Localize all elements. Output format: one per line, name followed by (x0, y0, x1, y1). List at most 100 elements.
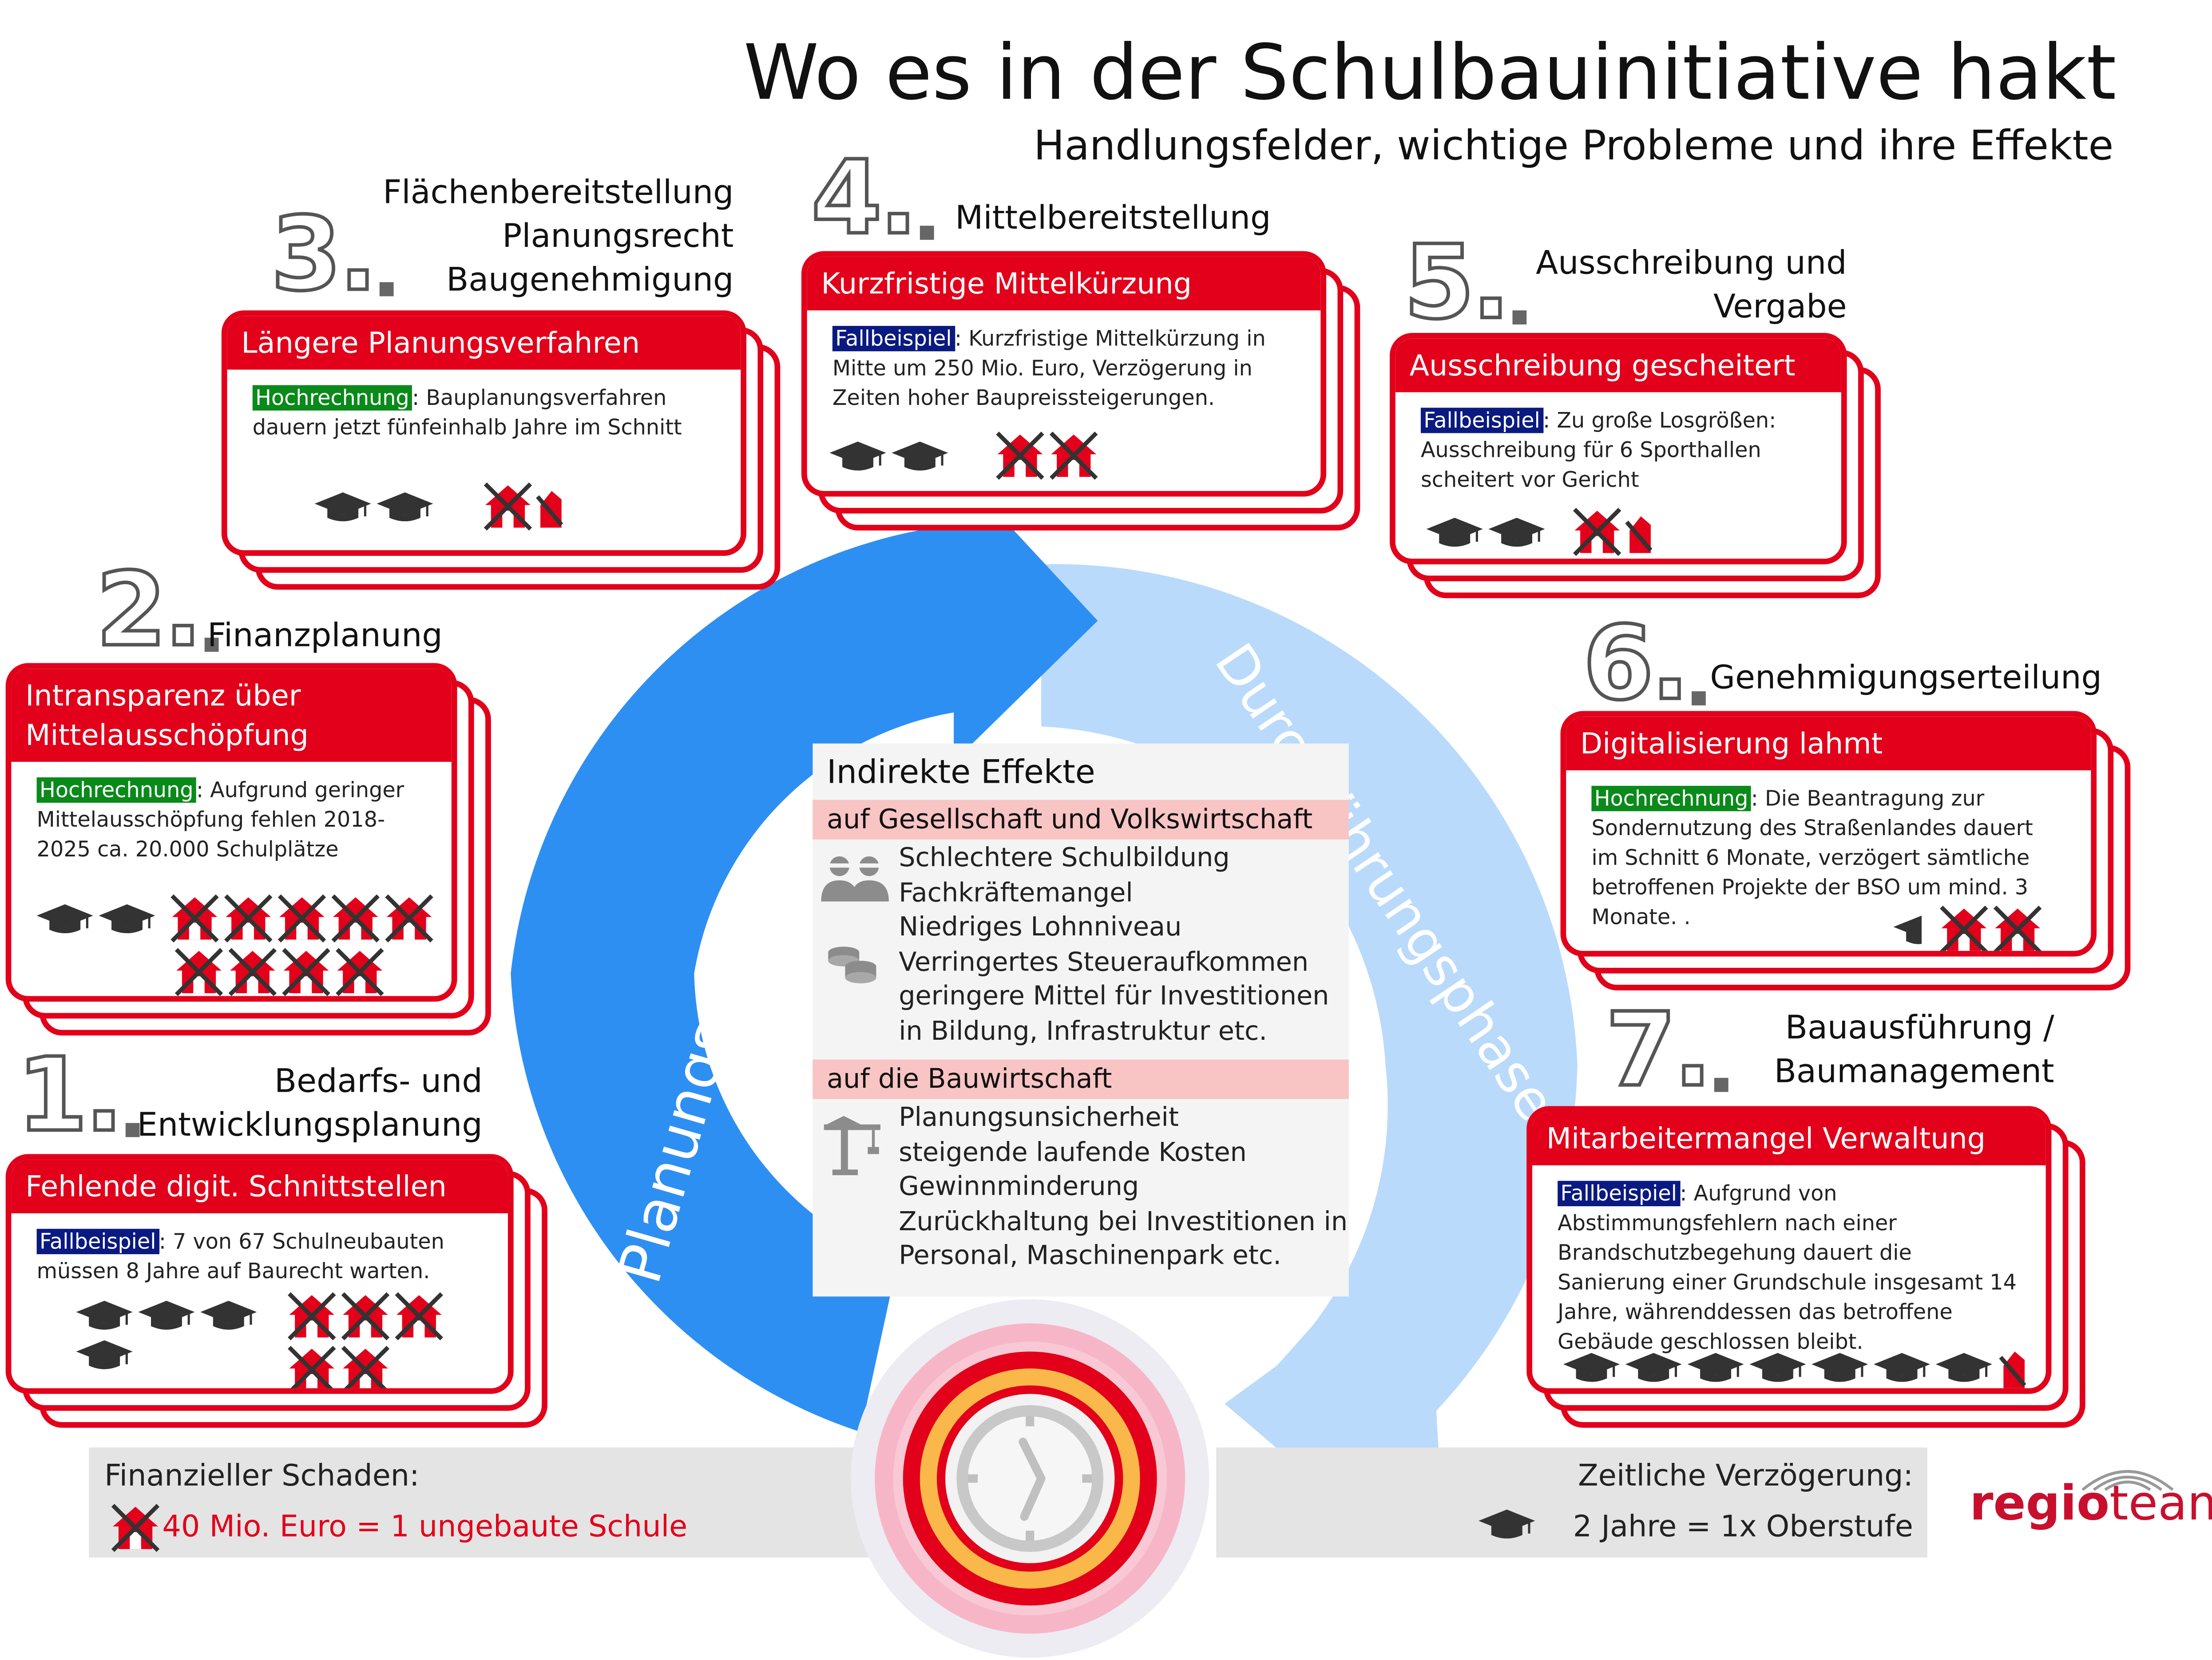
logo-arc-icon (2081, 1470, 2174, 1491)
crossed-school-icon (339, 1343, 392, 1388)
crossed-school-icon (285, 1343, 339, 1388)
section-1-icons-schools (285, 1289, 446, 1388)
page-subtitle: Handlungsfelder, wichtige Probleme und i… (1034, 121, 2114, 170)
section-1-name: Bedarfs- und Entwicklungsplanung (137, 1061, 483, 1149)
graduation-cap-icon (829, 439, 886, 478)
graduation-cap-icon (1563, 1350, 1620, 1388)
estimate-tag: Hochrechnung (1591, 785, 1751, 812)
section-7-number: 7. (1604, 997, 1729, 1102)
estimate-tag: Hochrechnung (36, 777, 196, 803)
graduation-cap-icon (36, 902, 93, 941)
section-1-number: 1. (15, 1042, 141, 1147)
construction-effects-list: Planungsunsicherheit steigende laufende … (899, 1102, 1348, 1275)
number-dot-icon (205, 638, 219, 652)
graduation-cap-icon (314, 490, 371, 529)
society-header: auf Gesellschaft und Volkswirtschaft (813, 800, 1349, 840)
section-5-text: Fallbeispiel: Zu große Losgrößen: Aussch… (1420, 408, 1776, 493)
time-legend: Zeitliche Verzögerung: 2 Jahre = 1x Ober… (1216, 1447, 1927, 1558)
section-3-name: Flächenbereitstellung Planungsrecht Baug… (383, 172, 733, 304)
section-4-name: Mittelbereitstellung (955, 200, 1271, 237)
crane-icon (824, 1116, 880, 1176)
section-7-name-line: Bauausführung / (1785, 1010, 2054, 1047)
construction-effect: Personal, Maschinenpark etc. (899, 1241, 1281, 1272)
crossed-school-icon (285, 1289, 339, 1348)
crossed-school-icon (392, 1289, 446, 1348)
graduation-cap-icon (1812, 1350, 1868, 1388)
indirect-effects-panel: Indirekte Effekte auf Gesellschaft und V… (813, 743, 1349, 1297)
section-6-icons (1893, 903, 2044, 951)
case-study-tag: Fallbeispiel (1420, 408, 1543, 433)
graduation-cap-icon (1687, 1350, 1744, 1388)
execution-arrow (1041, 564, 1578, 1527)
section-1-name-line: Entwicklungsplanung (137, 1107, 483, 1145)
section-2-icons (36, 891, 452, 996)
graduation-cap-icon (1935, 1350, 1992, 1388)
number-dot-icon (1513, 310, 1527, 325)
graduation-cap-icon (1426, 515, 1483, 555)
construction-effect: Zurückhaltung bei Investitionen in (899, 1207, 1348, 1237)
section-4-number: 4. (809, 145, 935, 250)
section-3-name-line: Baugenehmigung (446, 262, 734, 299)
section-3-number: 3. (269, 202, 395, 306)
case-study-tag: Fallbeispiel (1558, 1181, 1680, 1206)
section-7-name: Bauausführung / Baumanagement (1774, 1007, 2054, 1095)
construction-section: Planungsunsicherheit steigende laufende … (813, 1099, 1349, 1282)
section-5-name-line: Ausschreibung und (1536, 245, 1847, 282)
graduation-cap-icon (99, 902, 155, 941)
crossed-school-icon (339, 1289, 392, 1348)
society-effect: Verringertes Steueraufkommen (899, 947, 1309, 977)
section-1-name-line: Bedarfs- und (274, 1063, 483, 1101)
number-dot-icon (126, 1123, 141, 1137)
society-effects-list: Schlechtere Schulbildung Fachkräftemange… (899, 842, 1329, 1050)
graduation-cap-icon (1625, 1350, 1682, 1388)
section-7-header: Mitarbeitermangel Verwaltung (1532, 1112, 2046, 1165)
section-3-name-line: Planungsrecht (502, 218, 734, 256)
graduation-cap-icon (1749, 1350, 1806, 1388)
graduation-cap-icon (1488, 515, 1545, 555)
section-2-name: Finanzplanung (207, 618, 443, 655)
crossed-school-icon (279, 945, 333, 996)
number-dot-icon (380, 282, 395, 297)
society-effect: Schlechtere Schulbildung (899, 844, 1230, 873)
clock-target-icon (851, 1299, 1209, 1658)
graduation-cap-icon (200, 1298, 257, 1337)
graduation-cap-icon (892, 439, 948, 478)
crossed-school-icon (481, 479, 535, 539)
indirect-effects-title: Indirekte Effekte (827, 755, 1095, 792)
section-1-text: Fallbeispiel: 7 von 67 Schulneubauten mü… (36, 1228, 444, 1284)
section-4-icons (829, 429, 1101, 488)
section-6-header: Digitalisierung lahmt (1566, 717, 2091, 771)
construction-header: auf die Bauwirtschaft (813, 1059, 1349, 1099)
crossed-school-icon (382, 891, 436, 951)
society-effect: geringere Mittel für Investitionen (899, 982, 1329, 1012)
estimate-tag: Hochrechnung (252, 385, 412, 411)
crossed-school-icon (333, 945, 387, 996)
section-5-name: Ausschreibung und Vergabe (1536, 243, 1847, 330)
financial-legend: Finanzieller Schaden: 40 Mio. Euro = 1 u… (89, 1447, 879, 1558)
section-4-text: Fallbeispiel: Kurzfristige Mittelkürzung… (832, 326, 1266, 411)
number-dot-icon (1715, 1078, 1729, 1092)
crossed-school-icon (994, 429, 1047, 488)
crossed-school-icon (1937, 903, 1991, 951)
coins-icon (828, 947, 876, 983)
section-1-icons-caps (76, 1298, 262, 1377)
case-study-tag: Fallbeispiel (36, 1228, 159, 1254)
number-dot-icon (1692, 691, 1707, 705)
crossed-school-icon (275, 891, 329, 951)
crossed-school-icon (329, 891, 383, 951)
section-6-text: Hochrechnung: Die Beantragung zur Sonder… (1591, 785, 2033, 930)
section-3-text: Hochrechnung: Bauplanungsverfahren dauer… (252, 385, 682, 440)
construction-effect: steigende laufende Kosten (899, 1137, 1247, 1168)
graduation-cap-icon (76, 1337, 133, 1377)
section-2-number: 2. (94, 557, 219, 662)
number-dot-icon (920, 226, 935, 240)
section-4-header: Kurzfristige Mittelkürzung (807, 257, 1321, 311)
crossed-school-icon (222, 891, 275, 951)
society-effect: Fachkräftemangel (899, 878, 1133, 908)
graduation-cap-icon (138, 1298, 195, 1337)
case-study-tag: Fallbeispiel (832, 326, 955, 352)
construction-effect: Planungsunsicherheit (899, 1103, 1179, 1133)
